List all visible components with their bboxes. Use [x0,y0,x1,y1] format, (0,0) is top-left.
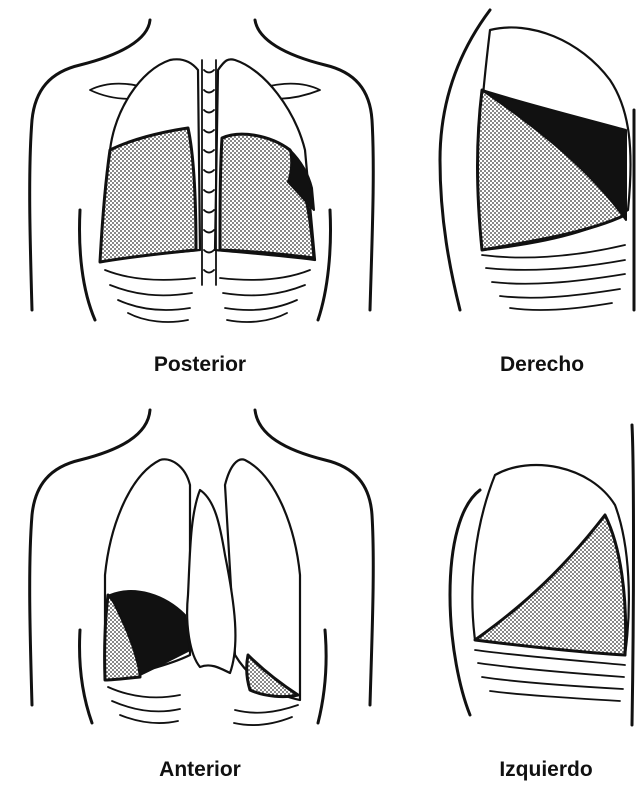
izquierdo-label: Izquierdo [499,758,592,782]
derecho-panel: Derecho [420,10,636,340]
anterior-label: Anterior [159,758,241,782]
lung-right-anterior [225,459,300,700]
anterior-diagram [20,405,390,735]
derecho-label: Derecho [500,353,584,377]
posterior-label: Posterior [154,353,246,377]
arm-right [318,210,331,320]
ribs-izquierdo [475,650,625,701]
arm-right-anterior [318,630,326,723]
izquierdo-diagram [420,405,636,735]
arm-left-anterior [80,630,93,723]
anterior-panel: Anterior [20,405,390,735]
dotted-region-left [100,128,196,262]
ribs-derecho [482,245,625,310]
arm-left [80,210,95,320]
spine [202,60,216,285]
posterior-diagram [20,10,390,340]
derecho-diagram [420,10,636,340]
arm-izquierdo [632,425,634,725]
posterior-panel: Posterior [20,10,390,340]
izquierdo-panel: Izquierdo [420,405,636,735]
ribs-posterior [105,270,310,322]
